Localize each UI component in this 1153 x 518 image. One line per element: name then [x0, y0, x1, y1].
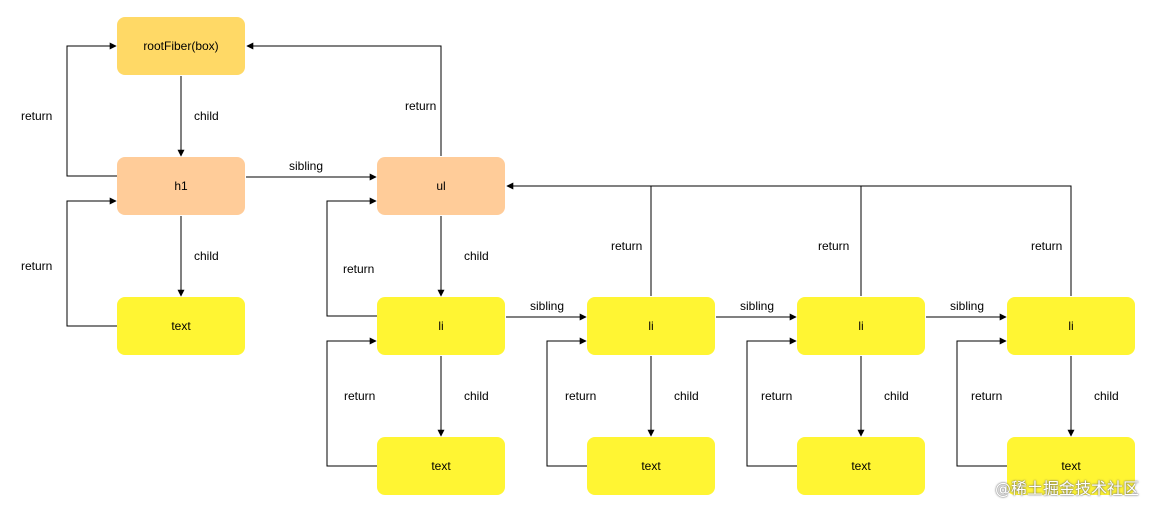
label-li2-li3-sibling: sibling [740, 299, 775, 313]
node-li-2-text: text [587, 437, 715, 495]
label-h1-ul-sibling: sibling [289, 159, 324, 173]
node-li-3-text: text [797, 437, 925, 495]
edge-li1-ul-return [326, 197, 377, 317]
label-ul-li-child: child [464, 249, 489, 263]
label-h1-root-return: return [21, 109, 53, 123]
label-li2-text-child: child [674, 389, 699, 403]
node-li-4-text: text [1007, 437, 1135, 495]
label-li3-ul-return: return [818, 239, 850, 253]
edge-li1-text-return [326, 337, 377, 467]
label-li1-text-return: return [344, 389, 376, 403]
node-li-2: li [587, 297, 715, 355]
label-text-h1-return: return [21, 259, 53, 273]
node-li-4: li [1007, 297, 1135, 355]
node-root-fiber: rootFiber(box) [117, 17, 245, 75]
label-li2-text-return: return [565, 389, 597, 403]
label-li1-ul-return: return [343, 262, 375, 276]
node-h1-text: text [117, 297, 245, 355]
label-li2-ul-return: return [611, 239, 643, 253]
label-li3-text-return: return [761, 389, 793, 403]
node-li-1-text: text [377, 437, 505, 495]
node-ul: ul [377, 157, 505, 215]
label-li3-text-child: child [884, 389, 909, 403]
edge-text-h1-return [66, 197, 117, 327]
edge-ul-root-return [246, 42, 442, 156]
edge-li3-text-return [746, 337, 797, 467]
node-li-3: li [797, 297, 925, 355]
edge-li4-text-return [956, 337, 1007, 467]
label-li1-text-child: child [464, 389, 489, 403]
edge-li2-text-return [546, 337, 587, 467]
label-li4-ul-return: return [1031, 239, 1063, 253]
label-h1-text-child: child [194, 249, 219, 263]
label-li4-text-child: child [1094, 389, 1119, 403]
node-h1: h1 [117, 157, 245, 215]
edge-li4-ul-return [506, 182, 1072, 296]
watermark-text: @稀土掘金技术社区 [994, 479, 1139, 498]
label-ul-root-return: return [405, 99, 437, 113]
label-li4-text-return: return [971, 389, 1003, 403]
node-li-1: li [377, 297, 505, 355]
label-li1-li2-sibling: sibling [530, 299, 565, 313]
edge-h1-root-return [66, 42, 117, 177]
label-li3-li4-sibling: sibling [950, 299, 985, 313]
label-root-h1-child: child [194, 109, 219, 123]
